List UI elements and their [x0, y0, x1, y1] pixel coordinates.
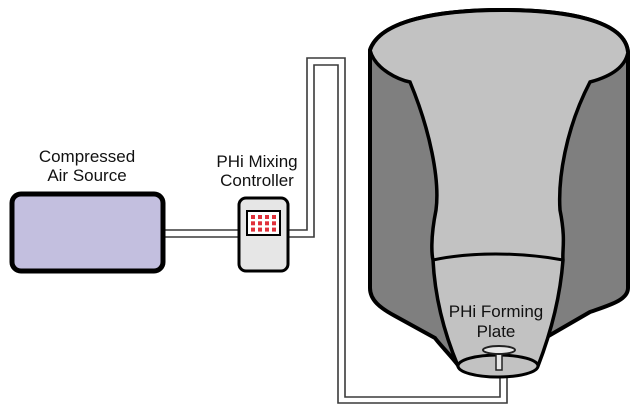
phi-forming-plate: PHi Forming Plate: [449, 302, 543, 371]
controller-led-grid: [251, 215, 276, 232]
controller-label-line1: PHi Mixing: [216, 152, 297, 171]
controller-led-indicator: [265, 215, 269, 219]
phi-mixing-controller: PHi Mixing Controller: [216, 152, 298, 273]
controller-led-indicator: [258, 221, 262, 226]
forming-plate-label-line2: Plate: [477, 322, 516, 341]
controller-led-indicator: [265, 221, 269, 226]
controller-led-indicator: [258, 227, 262, 232]
controller-led-indicator: [251, 221, 255, 226]
controller-led-indicator: [272, 215, 276, 219]
air-source-tank: [9, 191, 166, 274]
controller-label-line2: Controller: [220, 171, 294, 190]
vessel-tank: [368, 7, 630, 379]
forming-plate-label-line1: PHi Forming: [449, 302, 543, 321]
pipe-controller-to-plate: [288, 57, 508, 404]
forming-plate-disc: [482, 345, 516, 355]
controller-led-indicator: [272, 221, 276, 226]
compressed-air-source: Compressed Air Source: [9, 147, 166, 274]
controller-led-indicator: [272, 227, 276, 232]
pipe-air-to-controller: [163, 229, 238, 238]
tank-top-rim: [368, 7, 630, 53]
controller-led-indicator: [251, 227, 255, 232]
controller-led-indicator: [258, 215, 262, 219]
tank-seam-line: [432, 252, 564, 262]
controller-led-indicator: [251, 215, 255, 219]
air-source-label-line2: Air Source: [47, 166, 126, 185]
air-source-label-line1: Compressed: [39, 147, 135, 166]
controller-led-indicator: [265, 227, 269, 232]
